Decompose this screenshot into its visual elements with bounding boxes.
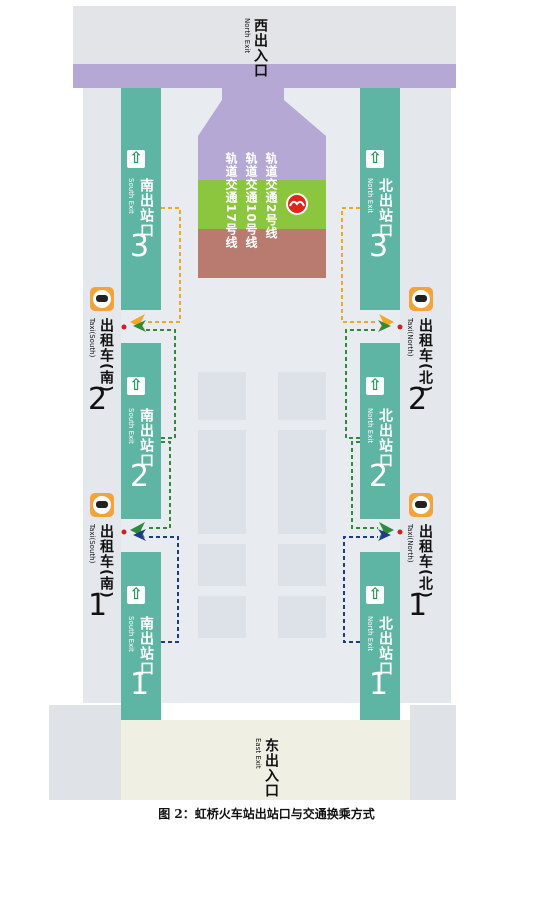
metro-line-17-label: 轨道交通17号线: [224, 152, 238, 249]
south-exit-3-en: South Exit: [127, 178, 135, 214]
taxi-south-2-en: Taxi(South): [88, 318, 96, 358]
taxi-south-1-num: 1: [88, 588, 108, 623]
south-exit-3-num: 3: [130, 229, 150, 264]
path-south-2-to-taxi2: [146, 329, 176, 439]
exit-arrow-icon: [366, 375, 384, 395]
taxi-north-1-dot: [397, 529, 403, 535]
path-north-1-blue: [343, 536, 378, 643]
north-exit-1-column: [360, 552, 400, 722]
south-exit-2-cn: 南出站口: [138, 408, 154, 468]
metro-line-17-band: [198, 229, 326, 278]
taxi-north-2-en: Taxi(North): [406, 318, 414, 357]
exit-arrow-icon: [127, 148, 145, 168]
metro-line-10-label: 轨道交通10号线: [244, 152, 258, 249]
taxi-south-1-dot: [121, 529, 127, 535]
south-exit-1-num: 1: [130, 667, 150, 702]
figure-caption: 图 2：虹桥火车站出站口与交通换乘方式: [158, 807, 375, 821]
taxi-icon: [90, 287, 114, 311]
metro-line-2-band: [198, 136, 326, 180]
path-south-3-orange: [146, 207, 181, 323]
taxi-north-2-cn: 出租车(北): [417, 318, 433, 393]
north-exit-3-en: North Exit: [366, 178, 374, 214]
taxi-north-1-en: Taxi(North): [406, 524, 414, 563]
taxi-south-1-cn: 出租车(南): [98, 524, 114, 599]
north-exit-3-cn: 北出站口: [377, 178, 393, 238]
west-exit-bar: [73, 64, 456, 88]
north-exit-1-cn: 北出站口: [377, 616, 393, 676]
taxi-north-2-dot: [397, 324, 403, 330]
platform-blocks: [198, 372, 326, 638]
arrows-north: [378, 314, 394, 541]
south-exit-2-en: South Exit: [127, 408, 135, 444]
arrow-head: [133, 529, 146, 541]
east-exit-hall: [121, 720, 410, 800]
metro-connector: [222, 86, 284, 100]
taxi-south-2-dot: [121, 324, 127, 330]
taxi-north-1-num: 1: [408, 588, 428, 623]
north-exit-3-num: 3: [369, 229, 389, 264]
path-north-3-orange: [341, 207, 378, 323]
west-exit-label: 西出入口: [252, 18, 268, 78]
exit-arrow-icon: [127, 584, 145, 604]
north-exit-2-num: 2: [369, 459, 389, 494]
shanghai-metro-logo-icon: [286, 193, 308, 215]
south-exit-3-cn: 南出站口: [138, 178, 154, 238]
east-exit-cn: 东出入口: [263, 738, 279, 798]
south-exit-1-en: South Exit: [127, 616, 135, 652]
left-walkway: [83, 88, 121, 703]
north-exit-2-cn: 北出站口: [377, 408, 393, 468]
taxi-south-1-en: Taxi(South): [88, 524, 96, 564]
west-exit-hall: [73, 6, 456, 66]
taxi-south-2-num: 2: [88, 382, 108, 417]
taxi-icon: [409, 287, 433, 311]
west-exit-cn: 西出入口: [252, 18, 268, 78]
path-north-2-to-taxi1: [351, 441, 378, 529]
taxi-icon: [409, 493, 433, 517]
taxi-north-2-num: 2: [408, 382, 428, 417]
east-exit-en: East Exit: [254, 738, 262, 769]
north-exit-1-num: 1: [369, 667, 389, 702]
north-exit-2-en: North Exit: [366, 408, 374, 444]
right-walkway: [400, 88, 451, 703]
station-map: [49, 6, 456, 800]
south-exit-2-column: [121, 343, 161, 519]
path-south-1-blue: [146, 536, 179, 643]
taxi-icon: [90, 493, 114, 517]
east-right-wing: [410, 705, 456, 800]
metro-line-2-label: 轨道交通2号线: [264, 152, 278, 240]
metro-connector-taper: [198, 100, 326, 136]
south-exit-1-column: [121, 552, 161, 722]
path-south-2-to-taxi1: [146, 441, 171, 529]
arrow-head: [378, 320, 391, 332]
east-left-wing: [49, 705, 121, 800]
south-exit-2-num: 2: [130, 459, 150, 494]
west-exit-en: North Exit: [243, 18, 251, 54]
north-exit-1-en: North Exit: [366, 616, 374, 652]
south-exit-3-column: [121, 88, 161, 310]
taxi-north-1-cn: 出租车(北): [417, 524, 433, 599]
arrows-south: [130, 314, 146, 541]
arrow-head: [133, 320, 146, 332]
exit-arrow-icon: [127, 375, 145, 395]
north-exit-3-column: [360, 88, 400, 310]
path-north-2-to-taxi2: [345, 329, 378, 439]
exit-arrow-icon: [366, 148, 384, 168]
north-exit-2-column: [360, 343, 400, 519]
exit-arrow-icon: [366, 584, 384, 604]
taxi-south-2-cn: 出租车(南): [98, 318, 114, 393]
arrow-head: [378, 529, 391, 541]
south-exit-1-cn: 南出站口: [138, 616, 154, 676]
